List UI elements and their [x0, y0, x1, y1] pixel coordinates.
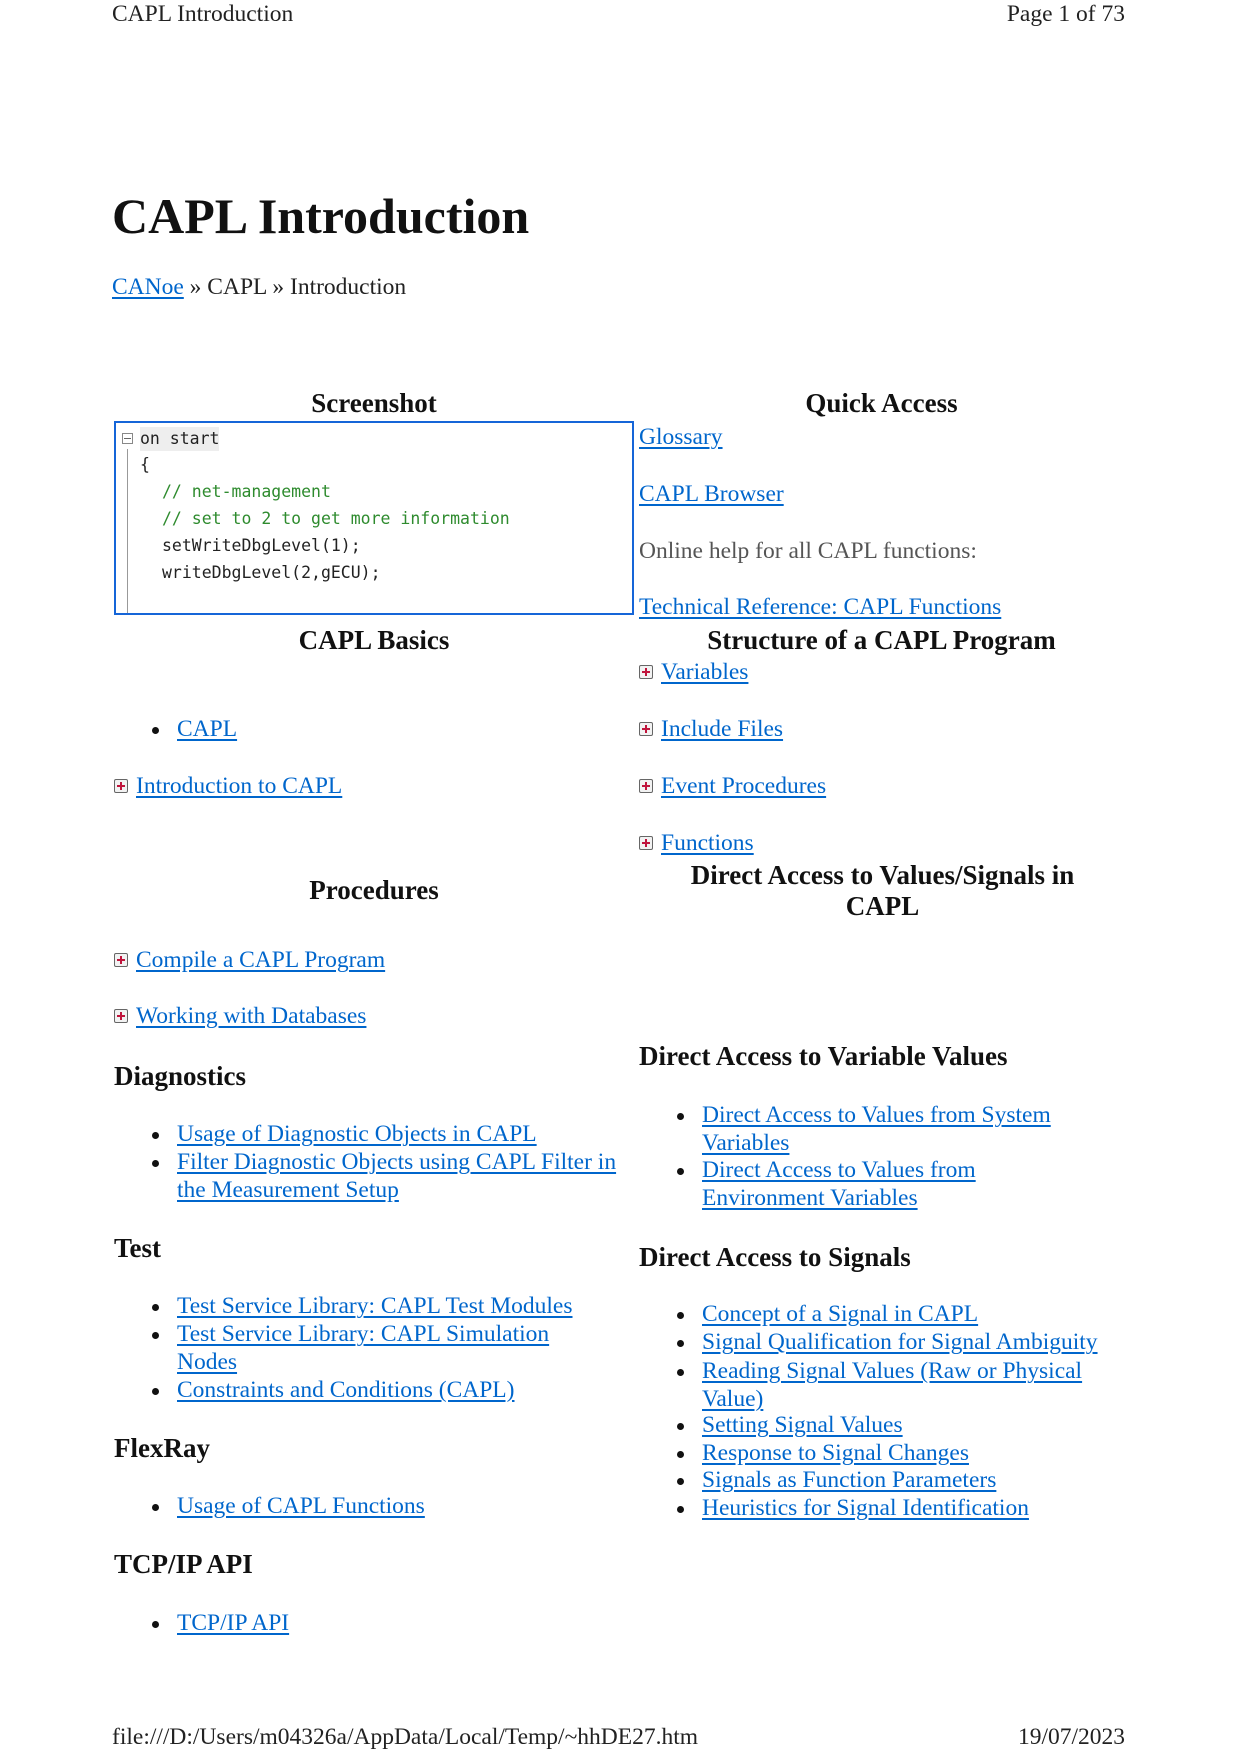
bullet [152, 1388, 159, 1395]
link-capl-browser[interactable]: CAPL Browser [639, 481, 784, 507]
bullet [152, 1304, 159, 1311]
link-glossary[interactable]: Glossary [639, 424, 723, 450]
bullet [152, 1621, 159, 1628]
bullet [677, 1451, 684, 1458]
link-include-files[interactable]: Include Files [661, 716, 784, 742]
link-variables[interactable]: Variables [661, 659, 749, 685]
bullet [677, 1113, 684, 1120]
bullet [152, 1160, 159, 1167]
breadcrumb: CANoe » CAPL » Introduction [112, 273, 406, 301]
link-system-variables[interactable]: Direct Access to Values from System Vari… [702, 1102, 1051, 1156]
breadcrumb-capl: CAPL [207, 274, 267, 300]
link-capl-functions-flexray[interactable]: Usage of CAPL Functions [177, 1493, 425, 1519]
bullet [677, 1423, 684, 1430]
link-signals-parameters[interactable]: Signals as Function Parameters [702, 1467, 997, 1493]
expand-icon [114, 778, 128, 793]
link-environment-variables[interactable]: Direct Access to Values from Environment… [702, 1157, 976, 1211]
link-signal-concept[interactable]: Concept of a Signal in CAPL [702, 1301, 979, 1327]
expand-compile[interactable]: Compile a CAPL Program [114, 946, 385, 974]
code-line: setWriteDbgLevel(1); [162, 536, 361, 555]
test-heading: Test [114, 1233, 162, 1263]
bullet [152, 1132, 159, 1139]
code-comment: // set to 2 to get more information [162, 509, 510, 528]
signals-heading: Direct Access to Signals [639, 1242, 911, 1272]
expand-icon [114, 952, 128, 967]
link-databases[interactable]: Working with Databases [136, 1003, 367, 1029]
page-number: Page 1 of 73 [1006, 1, 1125, 27]
bullet [152, 1332, 159, 1339]
tcpip-heading: TCP/IP API [114, 1549, 253, 1579]
breadcrumb-sep: » [189, 274, 202, 300]
bullet [152, 727, 159, 734]
expand-icon [639, 778, 653, 793]
link-functions[interactable]: Functions [661, 830, 754, 856]
link-signal-qualification[interactable]: Signal Qualification for Signal Ambiguit… [702, 1329, 1098, 1355]
link-compile[interactable]: Compile a CAPL Program [136, 947, 386, 973]
expand-intro[interactable]: Introduction to CAPL [114, 772, 342, 800]
footer-path: file:///D:/Users/m04326a/AppData/Local/T… [112, 1724, 699, 1750]
quick-access-heading: Quick Access [805, 388, 958, 418]
expand-event-procedures[interactable]: Event Procedures [639, 772, 826, 800]
bullet [677, 1369, 684, 1376]
link-introduction-to-capl[interactable]: Introduction to CAPL [136, 773, 343, 799]
bullet [677, 1506, 684, 1513]
link-test-modules[interactable]: Test Service Library: CAPL Test Modules [177, 1293, 573, 1319]
link-reading-signal-values[interactable]: Reading Signal Values (Raw or Physical V… [702, 1358, 1083, 1412]
breadcrumb-current: Introduction [290, 274, 407, 300]
expand-icon [114, 1008, 128, 1023]
bullet [677, 1340, 684, 1347]
bullet [677, 1168, 684, 1175]
code-line: writeDbgLevel(2,gECU); [162, 563, 381, 582]
variable-values-heading: Direct Access to Variable Values [639, 1041, 1008, 1071]
link-filter-diag[interactable]: Filter Diagnostic Objects using CAPL Fil… [177, 1149, 617, 1203]
link-capl[interactable]: CAPL [177, 716, 238, 742]
screenshot-heading: Screenshot [311, 388, 437, 418]
bullet [152, 1504, 159, 1511]
code-screenshot: on start { // net-management // set to 2… [114, 421, 634, 615]
expand-databases[interactable]: Working with Databases [114, 1002, 366, 1030]
link-response-signal-changes[interactable]: Response to Signal Changes [702, 1440, 969, 1466]
direct-access-heading: Direct Access to Values/Signals in CAPL [690, 860, 1075, 921]
link-event-procedures[interactable]: Event Procedures [661, 773, 827, 799]
collapse-icon [122, 433, 133, 444]
link-simulation-nodes[interactable]: Test Service Library: CAPL Simulation No… [177, 1321, 550, 1375]
expand-include-files[interactable]: Include Files [639, 715, 783, 743]
diagnostics-heading: Diagnostics [114, 1061, 247, 1091]
flexray-heading: FlexRay [114, 1433, 210, 1463]
breadcrumb-sep: » [272, 274, 285, 300]
link-constraints[interactable]: Constraints and Conditions (CAPL) [177, 1377, 515, 1403]
expand-icon [639, 835, 653, 850]
link-heuristics[interactable]: Heuristics for Signal Identification [702, 1495, 1029, 1521]
expand-icon [639, 721, 653, 736]
expand-icon [639, 664, 653, 679]
link-technical-reference[interactable]: Technical Reference: CAPL Functions [639, 594, 1002, 620]
online-help-text: Online help for all CAPL functions: [639, 538, 977, 564]
breadcrumb-canoe[interactable]: CANoe [112, 274, 184, 300]
expand-functions[interactable]: Functions [639, 829, 754, 857]
procedures-heading: Procedures [309, 875, 439, 905]
header-title: CAPL Introduction [112, 1, 294, 27]
bullet [677, 1312, 684, 1319]
page-title: CAPL Introduction [112, 188, 530, 244]
link-setting-signal-values[interactable]: Setting Signal Values [702, 1412, 903, 1438]
code-line: on start [140, 427, 220, 451]
structure-heading: Structure of a CAPL Program [707, 625, 1056, 655]
code-comment: // net-management [162, 482, 331, 501]
gutter-line [127, 449, 128, 613]
link-tcpip-api[interactable]: TCP/IP API [177, 1610, 290, 1636]
bullet [677, 1478, 684, 1485]
footer-date: 19/07/2023 [1017, 1724, 1125, 1750]
link-diag-objects[interactable]: Usage of Diagnostic Objects in CAPL [177, 1121, 537, 1147]
expand-variables[interactable]: Variables [639, 658, 748, 686]
capl-basics-heading: CAPL Basics [298, 625, 450, 655]
code-line: { [140, 455, 150, 474]
